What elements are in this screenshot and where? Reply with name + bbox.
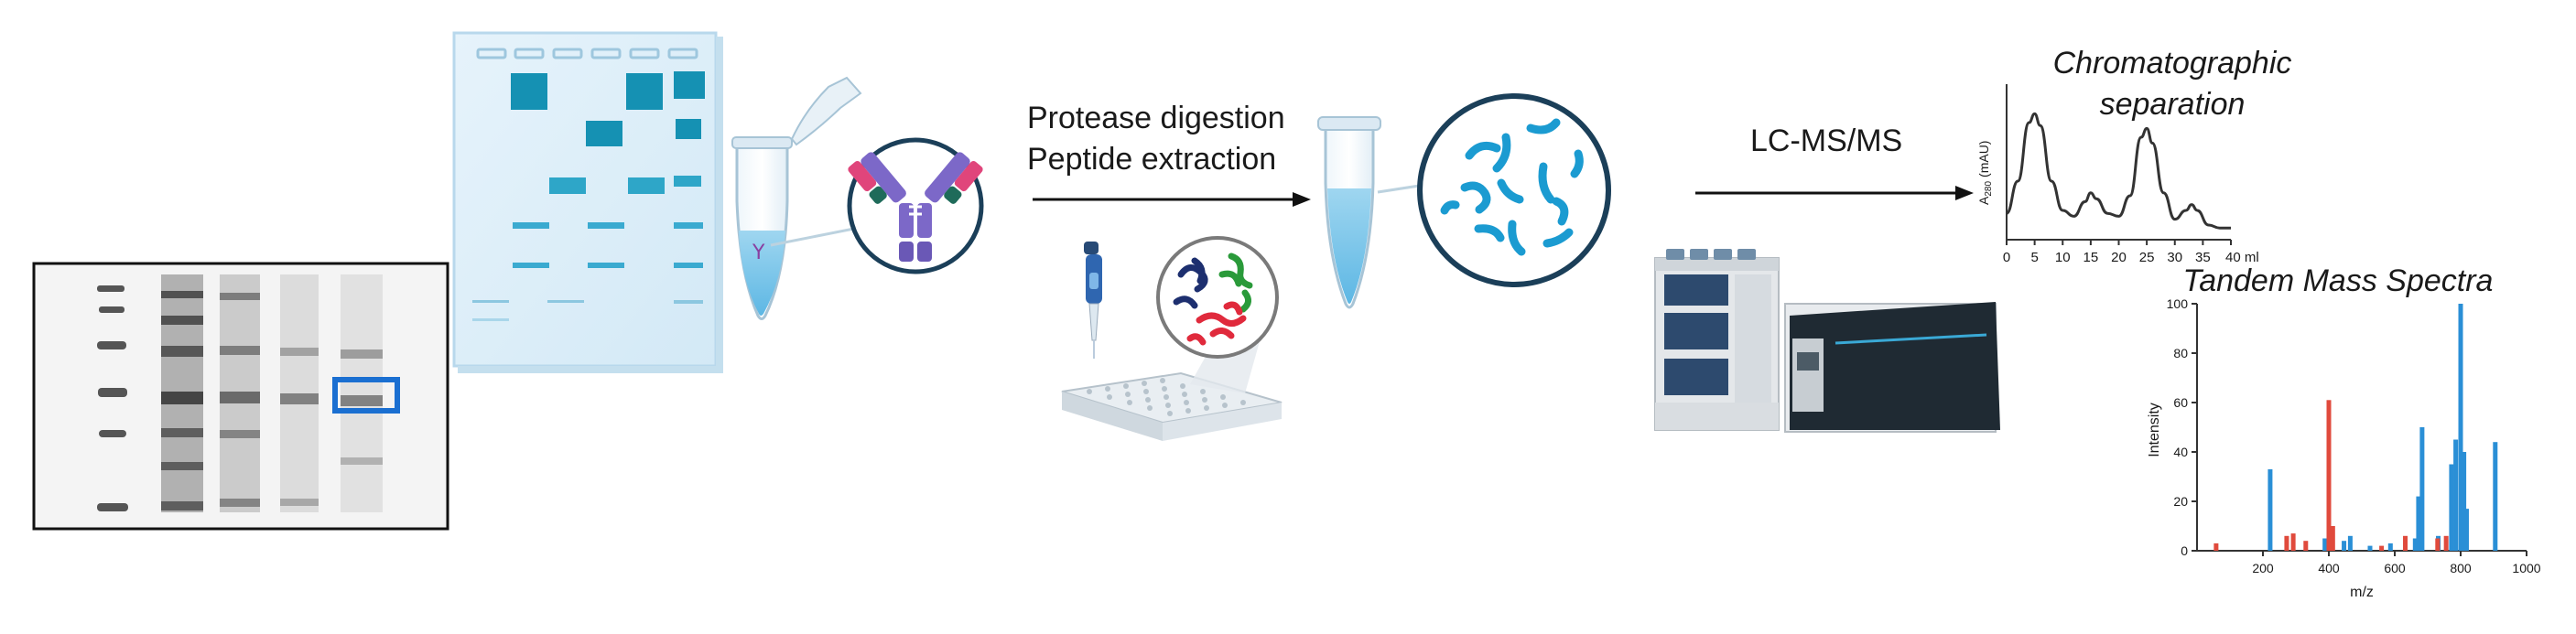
arrow-digestion (1033, 192, 1311, 207)
blot-lane-3 (280, 274, 319, 512)
chromatogram-title-line2: separation (2100, 87, 2246, 122)
peptide-mix-magnifier (1156, 236, 1279, 359)
spectrum-y-tick-label: 40 (2173, 445, 2188, 459)
blot-band-highlight (332, 377, 400, 414)
chromatogram-x-tick-label: 20 (2111, 250, 2127, 265)
chromatogram-x-tick-label: 5 (2030, 250, 2038, 265)
chromatogram-ylabel: A280(mAU) (1976, 141, 1994, 205)
chromatogram-x-tick-label: 40 ml (2225, 250, 2259, 265)
spectrum-peak (2322, 538, 2328, 551)
spectrum-peak (2435, 538, 2441, 551)
gel-wells (476, 48, 698, 59)
spectrum-x-tick-label: 600 (2384, 561, 2406, 575)
spectrum-peak (2379, 545, 2385, 551)
spectrum-peak (2268, 468, 2273, 551)
hplc-instrument (1654, 249, 1780, 431)
spectrum-peak (2284, 535, 2289, 551)
spectrum-peak (2462, 452, 2467, 551)
spectrum-x-tick-label: 800 (2450, 561, 2472, 575)
peptides-magnifier (1417, 93, 1611, 287)
spectrum-peak (2342, 541, 2347, 551)
spectrum-y-tick-label: 100 (2167, 296, 2189, 311)
spectrum-peak (2387, 543, 2393, 551)
gel-bands (472, 71, 705, 321)
spectrum-y-tick-label: 20 (2173, 494, 2188, 509)
peptide-tube (1317, 116, 1438, 309)
spectrum-peak (2367, 545, 2373, 551)
spectrum-y-tick-label: 0 (2181, 543, 2188, 558)
chromatogram-x-tick-label: 10 (2055, 250, 2071, 265)
antibody-magnifier (770, 137, 984, 274)
blot-lane-4 (341, 274, 383, 512)
spectrum-peak (2303, 541, 2309, 551)
spectrum-x-tick-label: 400 (2318, 561, 2340, 575)
sds-page-gel (452, 31, 723, 373)
sample-tube: Y (731, 76, 862, 320)
spectrum-peak (2326, 400, 2332, 551)
blot-ladder (97, 285, 128, 511)
spectrum-y-tick-label: 80 (2173, 346, 2188, 360)
spectrum-plot: 200 400 600 800 1000 0 20 40 60 80 100 m/z Intens… (2147, 296, 2541, 600)
spectrum-peak (2453, 439, 2459, 551)
chromatogram-x-tick-label: 0 (2003, 250, 2010, 265)
spectrum-peak (2290, 533, 2296, 551)
spectrum-ylabel: Intensity (2147, 403, 2162, 457)
mass-spectrometer (1784, 302, 2000, 433)
chromatogram-plot: 0 5 10 15 20 25 30 35 40 ml A280(mAU) (1976, 84, 2259, 265)
spectrum-peak (2443, 535, 2449, 551)
chromatogram-trace (2006, 112, 2231, 230)
spectrum-peak (2419, 427, 2425, 551)
digestion-label-line1: Protease digestion (1027, 101, 1285, 135)
spectrum-x-tick-label: 200 (2252, 561, 2274, 575)
spectrum-peak (2412, 538, 2418, 551)
pipette-icon (1084, 242, 1102, 359)
lcms-label: LC-MS/MS (1750, 124, 1902, 158)
arrow-lcms (1695, 186, 1974, 200)
spectrum-x-tick-label: 1000 (2512, 561, 2540, 575)
spectrum-peak (2213, 543, 2219, 551)
svg-text:Y: Y (752, 242, 765, 264)
blot-lane-1 (161, 274, 203, 512)
spectrum-peak (2330, 526, 2335, 551)
spectrum-peak (2416, 496, 2421, 551)
spectrum-peak (2463, 509, 2469, 551)
spectrum-title: Tandem Mass Spectra (2183, 263, 2494, 298)
spectrum-peak (2403, 535, 2408, 551)
chromatogram-title-line1: Chromatographic (2053, 46, 2292, 81)
chromatogram-x-tick-label: 30 (2167, 250, 2182, 265)
digestion-label-line2: Peptide extraction (1027, 142, 1276, 177)
chromatogram-x-tick-label: 25 (2139, 250, 2155, 265)
chromatogram-x-tick-label: 35 (2195, 250, 2211, 265)
chromatogram-x-tick-label: 15 (2084, 250, 2099, 265)
spectrum-y-tick-label: 60 (2173, 395, 2188, 410)
spectrum-peak (2458, 304, 2463, 551)
spectrum-peak (2347, 535, 2353, 551)
western-blot-image (32, 262, 449, 531)
blot-lane-2 (220, 274, 260, 512)
spectrum-peak (2449, 464, 2454, 551)
spectrum-xlabel: m/z (2350, 585, 2374, 600)
spectrum-peak (2493, 442, 2498, 551)
antibody-icon (848, 152, 983, 262)
